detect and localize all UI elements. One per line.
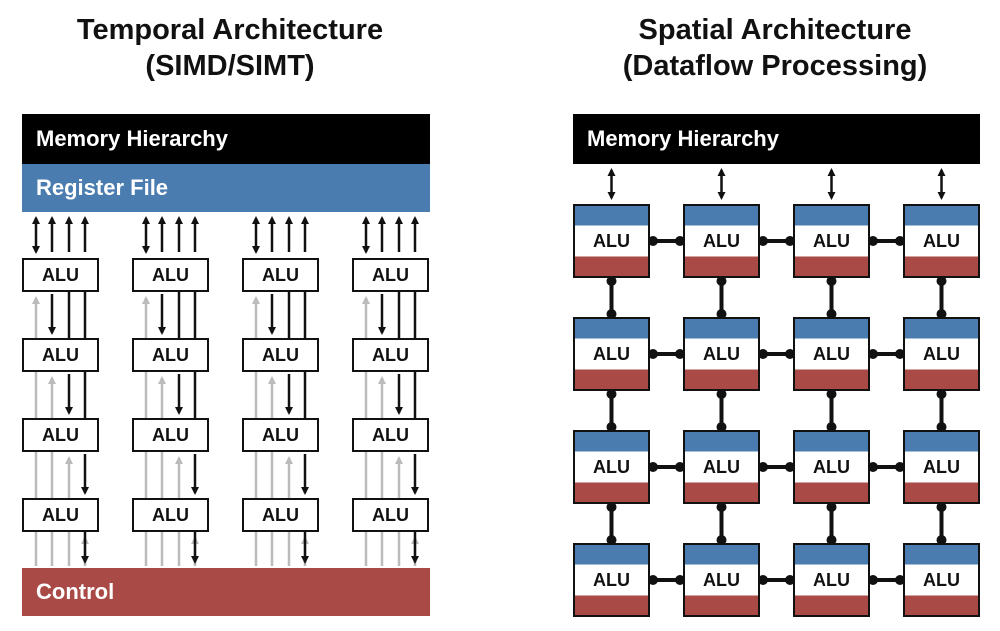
- processing-element: ALU: [573, 204, 650, 278]
- pe-port-dot: [826, 502, 837, 512]
- temporal-architecture-title: Temporal Architecture (SIMD/SIMT): [10, 12, 450, 84]
- memory-hierarchy-bar: Memory Hierarchy: [22, 114, 430, 164]
- title-line-1: Temporal Architecture: [76, 14, 384, 46]
- alu-unit: ALU: [242, 338, 319, 372]
- alu-unit: ALU: [132, 338, 209, 372]
- alu-unit: ALU: [22, 498, 99, 532]
- processing-element: ALU: [573, 317, 650, 391]
- pe-port-dot: [826, 389, 837, 399]
- alu-unit: ALU: [242, 498, 319, 532]
- pe-port-dot: [758, 462, 768, 472]
- pe-port-dot: [606, 422, 617, 432]
- memory-hierarchy-label: Memory Hierarchy: [36, 126, 228, 151]
- spatial-architecture-title: Spatial Architecture (Dataflow Processin…: [555, 12, 995, 84]
- pe-port-dot: [826, 309, 837, 319]
- control-bar: Control: [22, 568, 430, 616]
- pe-port-dot: [648, 236, 658, 246]
- alu-unit: ALU: [132, 258, 209, 292]
- pe-port-dot: [868, 462, 878, 472]
- register-file-bar: Register File: [22, 164, 430, 212]
- alu-unit: ALU: [22, 338, 99, 372]
- processing-element: ALU: [793, 317, 870, 391]
- pe-port-dot: [895, 349, 905, 359]
- pe-port-dot: [785, 236, 795, 246]
- control-label: Control: [36, 579, 115, 604]
- pe-port-dot: [895, 575, 905, 585]
- processing-element: ALU: [683, 543, 760, 617]
- pe-port-dot: [716, 276, 727, 286]
- register-file-label: Register File: [36, 175, 169, 200]
- pe-port-dot: [936, 389, 947, 399]
- alu-unit: ALU: [22, 418, 99, 452]
- memory-hierarchy-bar: Memory Hierarchy: [573, 114, 980, 164]
- pe-port-dot: [648, 462, 658, 472]
- processing-element: ALU: [683, 204, 760, 278]
- pe-port-dot: [716, 389, 727, 399]
- pe-port-dot: [895, 236, 905, 246]
- pe-port-dot: [868, 349, 878, 359]
- pe-port-dot: [675, 349, 685, 359]
- title-line-2: (SIMD/SIMT): [145, 50, 315, 82]
- alu-unit: ALU: [132, 418, 209, 452]
- pe-port-dot: [868, 236, 878, 246]
- pe-port-dot: [648, 349, 658, 359]
- pe-port-dot: [716, 502, 727, 512]
- pe-port-dot: [826, 422, 837, 432]
- pe-port-dot: [936, 309, 947, 319]
- pe-port-dot: [936, 422, 947, 432]
- pe-port-dot: [936, 276, 947, 286]
- pe-port-dot: [758, 575, 768, 585]
- pe-port-dot: [826, 276, 837, 286]
- pe-port-dot: [785, 575, 795, 585]
- pe-port-dot: [758, 349, 768, 359]
- pe-port-dot: [785, 462, 795, 472]
- processing-element: ALU: [903, 317, 980, 391]
- pe-port-dot: [758, 236, 768, 246]
- pe-port-dot: [606, 502, 617, 512]
- pe-port-dot: [675, 575, 685, 585]
- pe-port-dot: [785, 349, 795, 359]
- processing-element: ALU: [793, 543, 870, 617]
- processing-element: ALU: [793, 430, 870, 504]
- alu-unit: ALU: [22, 258, 99, 292]
- alu-unit: ALU: [132, 498, 209, 532]
- pe-port-dot: [936, 502, 947, 512]
- pe-port-dot: [895, 462, 905, 472]
- pe-port-dot: [868, 575, 878, 585]
- processing-element: ALU: [793, 204, 870, 278]
- alu-unit: ALU: [352, 498, 429, 532]
- pe-port-dot: [826, 535, 837, 545]
- processing-element: ALU: [903, 430, 980, 504]
- alu-unit: ALU: [242, 418, 319, 452]
- alu-unit: ALU: [352, 258, 429, 292]
- alu-unit: ALU: [242, 258, 319, 292]
- processing-element: ALU: [903, 204, 980, 278]
- pe-port-dot: [675, 462, 685, 472]
- processing-element: ALU: [683, 430, 760, 504]
- processing-element: ALU: [683, 317, 760, 391]
- pe-port-dot: [716, 535, 727, 545]
- pe-port-dot: [648, 575, 658, 585]
- pe-port-dot: [936, 535, 947, 545]
- title-line-2: (Dataflow Processing): [622, 50, 928, 82]
- pe-port-dot: [606, 276, 617, 286]
- pe-port-dot: [716, 309, 727, 319]
- pe-port-dot: [606, 389, 617, 399]
- pe-port-dot: [606, 535, 617, 545]
- pe-port-dot: [675, 236, 685, 246]
- title-line-1: Spatial Architecture: [638, 14, 912, 46]
- pe-port-dot: [606, 309, 617, 319]
- processing-element: ALU: [903, 543, 980, 617]
- alu-unit: ALU: [352, 338, 429, 372]
- pe-port-dot: [716, 422, 727, 432]
- alu-unit: ALU: [352, 418, 429, 452]
- processing-element: ALU: [573, 543, 650, 617]
- processing-element: ALU: [573, 430, 650, 504]
- memory-hierarchy-label: Memory Hierarchy: [587, 126, 779, 151]
